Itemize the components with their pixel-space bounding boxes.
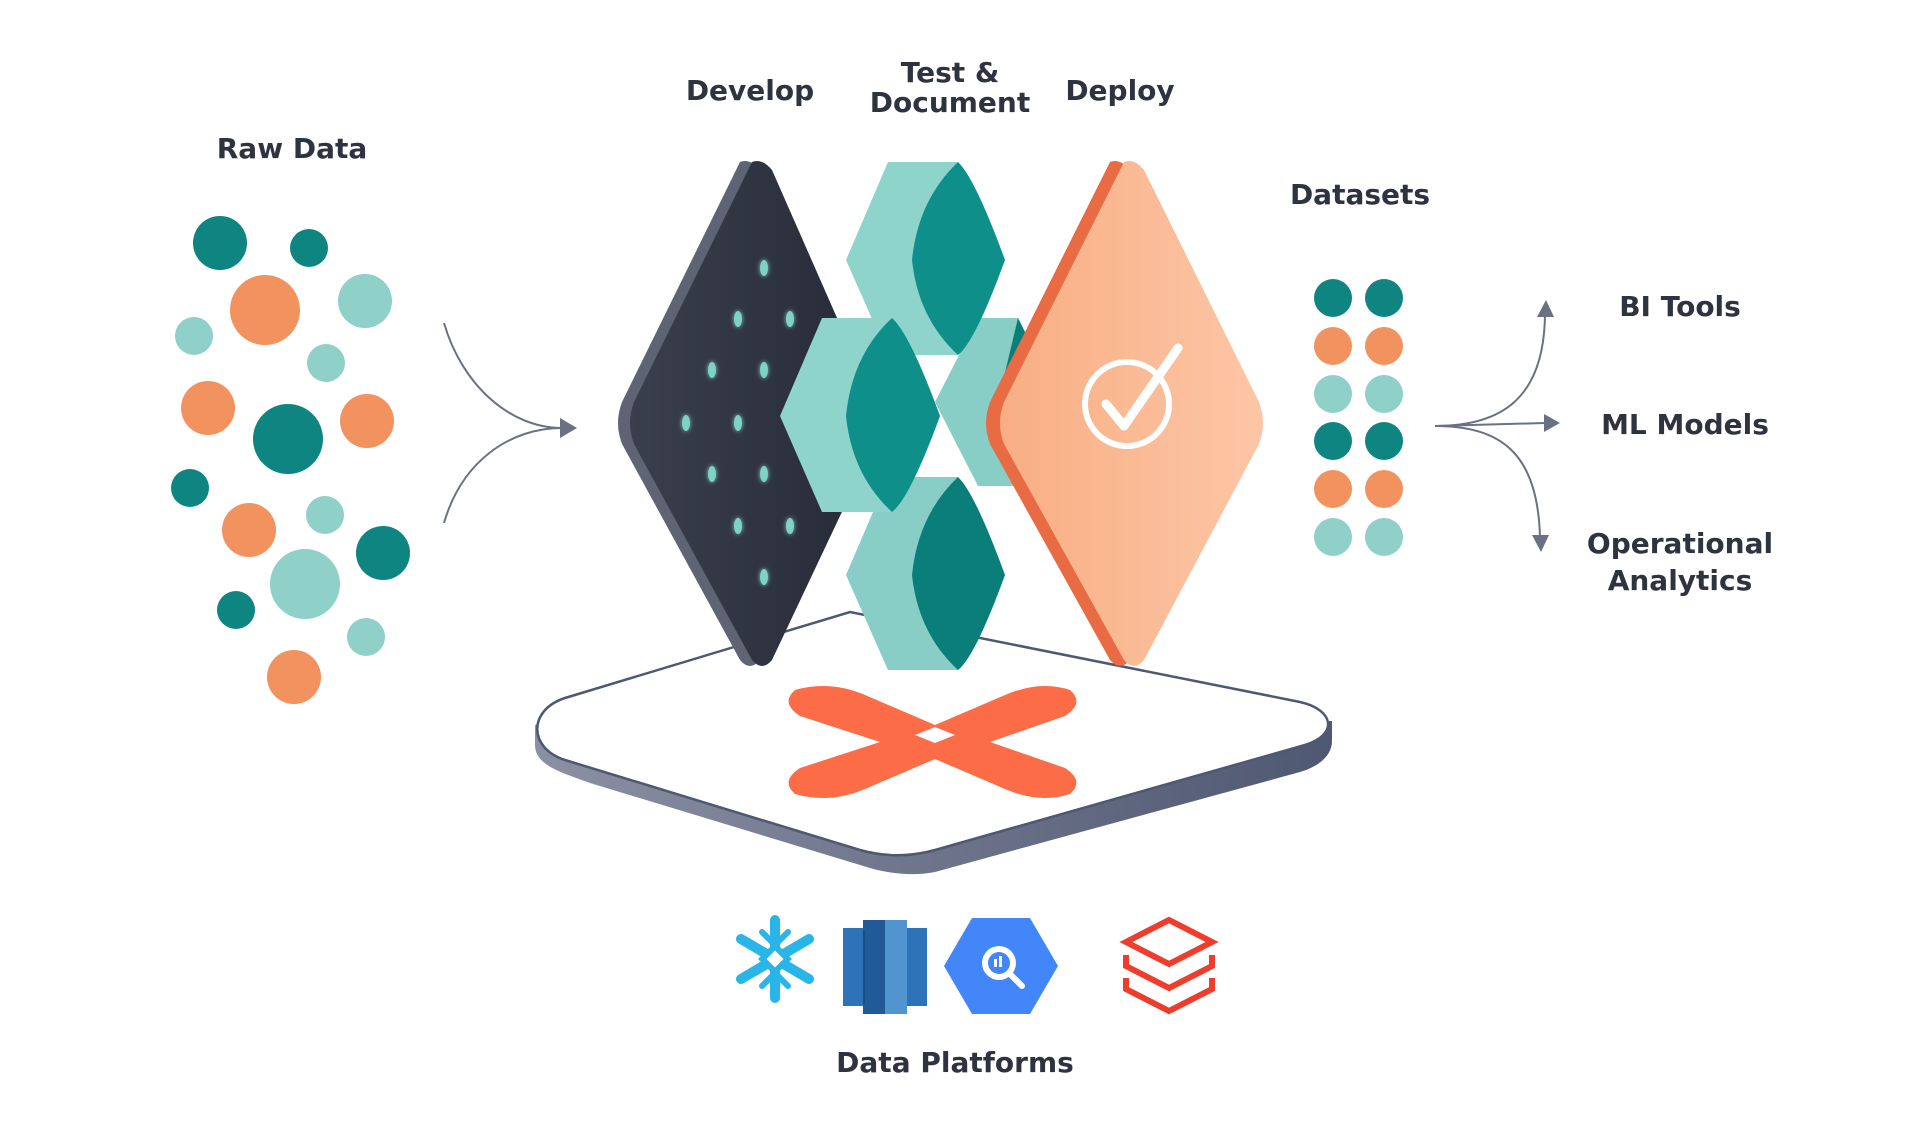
datasets-label: Datasets bbox=[1289, 178, 1431, 211]
output-arrows bbox=[1434, 311, 1546, 539]
raw-data-circles bbox=[171, 216, 410, 704]
test-document-label-line1: Test & bbox=[900, 56, 1000, 89]
input-arrow-bottom bbox=[443, 427, 563, 524]
bi-tools-label: BI Tools bbox=[1619, 290, 1741, 323]
dataset-dot bbox=[1365, 327, 1403, 365]
checkmark-icon bbox=[1082, 343, 1183, 449]
operational-analytics-label-line1: Operational bbox=[1586, 527, 1774, 560]
raw-data-circle bbox=[340, 394, 394, 448]
raw-data-circle bbox=[290, 229, 328, 267]
raw-data-label: Raw Data bbox=[216, 132, 368, 165]
dataset-dot bbox=[1365, 375, 1403, 413]
dataset-dots bbox=[1314, 279, 1403, 556]
dataset-dot bbox=[1365, 422, 1403, 460]
dbt-logo-icon bbox=[788, 686, 1077, 798]
input-arrows bbox=[443, 322, 563, 524]
raw-data-circle bbox=[230, 275, 300, 345]
platform-base bbox=[535, 610, 1332, 875]
dataset-dot bbox=[1314, 327, 1352, 365]
dataset-dot bbox=[1314, 518, 1352, 556]
redshift-icon bbox=[843, 920, 927, 1014]
dataset-dot bbox=[1314, 375, 1352, 413]
operational-analytics-label-line2: Analytics bbox=[1607, 564, 1753, 597]
raw-data-circle bbox=[356, 526, 410, 580]
raw-data-circle bbox=[267, 650, 321, 704]
test-document-label-line2: Document bbox=[869, 86, 1031, 119]
develop-diamond bbox=[618, 161, 878, 666]
raw-data-circle bbox=[307, 344, 345, 382]
raw-data-circle bbox=[253, 404, 323, 474]
dataset-dot bbox=[1314, 279, 1352, 317]
output-arrow-ops bbox=[1434, 425, 1541, 539]
dataset-dot bbox=[1314, 470, 1352, 508]
raw-data-circle bbox=[270, 549, 340, 619]
develop-dots bbox=[682, 260, 794, 585]
snowflake-icon bbox=[736, 915, 814, 1003]
teal-cube bbox=[780, 318, 940, 512]
dataset-dot bbox=[1314, 422, 1352, 460]
output-arrow-bi bbox=[1434, 311, 1546, 427]
output-arrow-ml bbox=[1434, 422, 1546, 427]
dataset-dot bbox=[1365, 279, 1403, 317]
raw-data-circle bbox=[171, 469, 209, 507]
raw-data-circle bbox=[338, 274, 392, 328]
raw-data-circle bbox=[347, 618, 385, 656]
raw-data-circle bbox=[222, 503, 276, 557]
arrowhead-icon bbox=[1537, 300, 1554, 317]
deploy-label: Deploy bbox=[1065, 74, 1175, 107]
deploy-diamond bbox=[986, 161, 1263, 666]
input-arrow-top bbox=[443, 322, 563, 429]
databricks-icon bbox=[1119, 916, 1219, 1015]
raw-data-circle bbox=[193, 216, 247, 270]
arrowhead-icon bbox=[1532, 535, 1549, 552]
dataset-dot bbox=[1365, 518, 1403, 556]
input-arrowhead-icon bbox=[560, 418, 577, 438]
arrowhead-icon bbox=[1544, 414, 1560, 432]
ml-models-label: ML Models bbox=[1601, 408, 1769, 441]
raw-data-circle bbox=[306, 496, 344, 534]
raw-data-circle bbox=[217, 591, 255, 629]
raw-data-circle bbox=[175, 317, 213, 355]
develop-label: Develop bbox=[685, 74, 815, 107]
data-platforms-label: Data Platforms bbox=[836, 1046, 1074, 1079]
bigquery-icon bbox=[944, 918, 1058, 1014]
dataset-dot bbox=[1365, 470, 1403, 508]
teal-cube bbox=[846, 477, 1005, 670]
teal-cube bbox=[846, 162, 1005, 355]
raw-data-circle bbox=[181, 381, 235, 435]
